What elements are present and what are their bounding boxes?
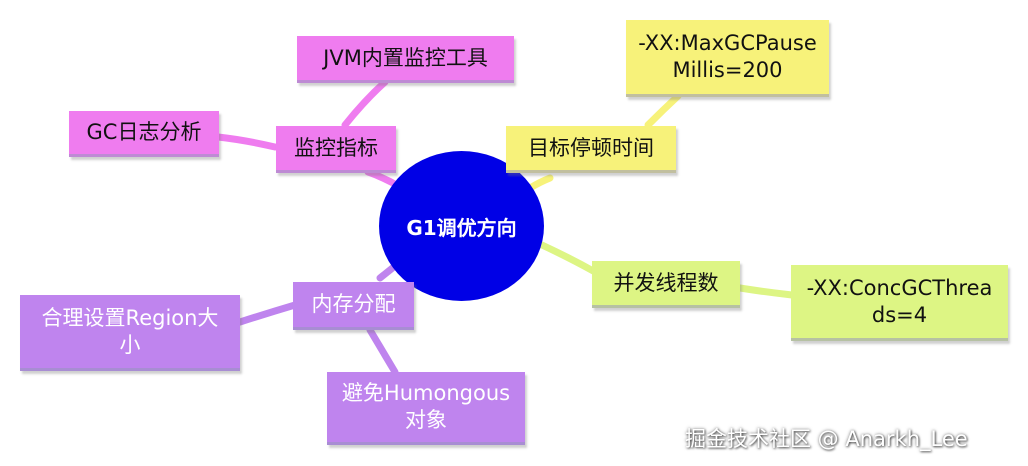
leaf-node-jvm-tools[interactable]: JVM内置监控工具 — [297, 36, 514, 83]
leaf-node-region-label: 合理设置Region大 小 — [41, 305, 219, 357]
leaf-node-gc-log-label: GC日志分析 — [86, 120, 202, 144]
leaf-node-concgc-label: -XX:ConcGCThrea ds=4 — [806, 275, 993, 327]
leaf-node-gc-log[interactable]: GC日志分析 — [69, 111, 219, 157]
branch-node-memory-label: 内存分配 — [311, 292, 396, 316]
branch-node-pause-label: 目标停顿时间 — [528, 135, 654, 160]
edge-pause-maxgcpause — [644, 92, 682, 129]
branch-node-threads-label: 并发线程数 — [613, 270, 719, 295]
branch-node-monitor[interactable]: 监控指标 — [276, 126, 396, 173]
leaf-node-humongous[interactable]: 避免Humongous 对象 — [327, 372, 525, 445]
leaf-node-region[interactable]: 合理设置Region大 小 — [20, 295, 240, 371]
watermark-text: 掘金技术社区 @ Anarkh_Lee — [685, 427, 968, 451]
center-node-label: G1调优方向 — [406, 215, 517, 240]
branch-node-monitor-label: 监控指标 — [294, 135, 378, 160]
edge-monitor-jvm-tools — [341, 78, 389, 129]
leaf-node-jvm-tools-label: JVM内置监控工具 — [323, 45, 488, 70]
branch-node-pause[interactable]: 目标停顿时间 — [506, 126, 676, 173]
center-node[interactable]: G1调优方向 — [379, 151, 544, 301]
branch-node-threads[interactable]: 并发线程数 — [592, 261, 740, 308]
edge-threads-concgc — [736, 284, 796, 299]
leaf-node-maxgcpause-label: -XX:MaxGCPause Millis=200 — [638, 31, 817, 82]
leaf-node-humongous-label: 避免Humongous 对象 — [341, 381, 511, 432]
edge-center-pause — [526, 174, 554, 192]
leaf-node-maxgcpause[interactable]: -XX:MaxGCPause Millis=200 — [626, 20, 829, 97]
edge-monitor-gc-log — [214, 133, 279, 151]
edge-center-threads — [538, 241, 599, 276]
edge-memory-region — [236, 301, 299, 326]
edge-memory-humongous — [366, 326, 399, 376]
branch-node-memory[interactable]: 内存分配 — [293, 282, 414, 330]
leaf-node-concgc[interactable]: -XX:ConcGCThrea ds=4 — [791, 265, 1008, 341]
